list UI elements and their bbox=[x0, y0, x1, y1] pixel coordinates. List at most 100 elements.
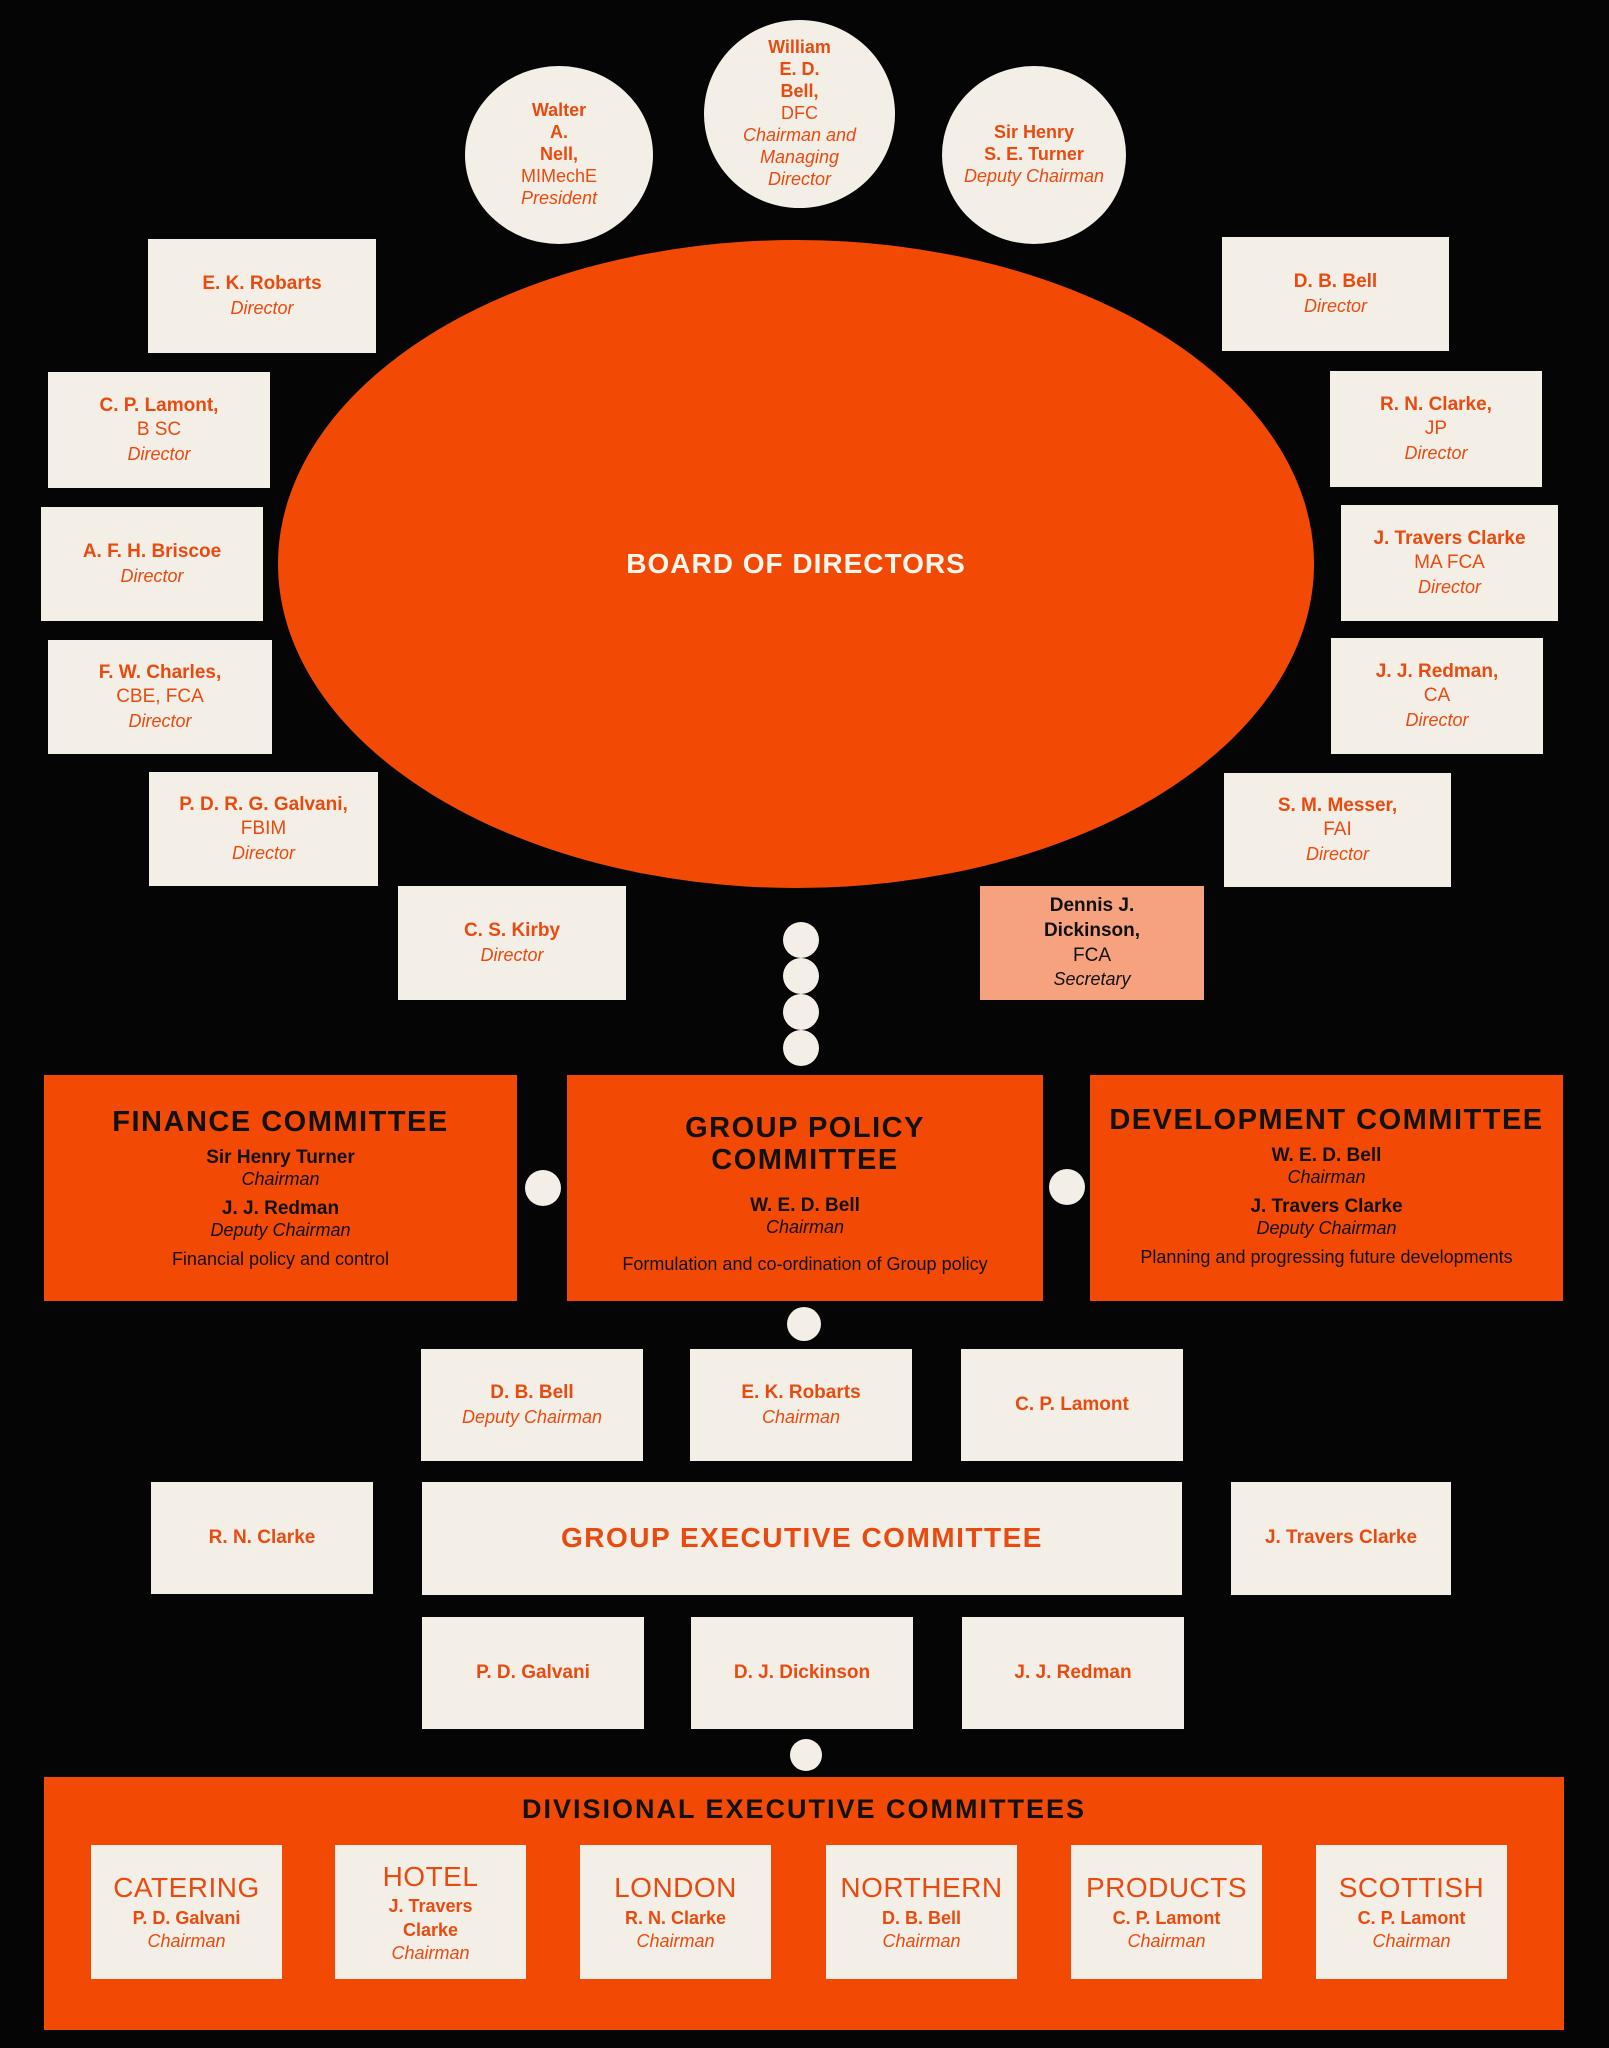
division-name: SCOTTISH bbox=[1338, 1872, 1485, 1904]
division-card: PRODUCTS C. P. Lamont Chairman bbox=[1071, 1845, 1262, 1979]
director-card: P. D. R. G. Galvani, FBIM Director bbox=[149, 772, 378, 886]
group-exec-member: R. N. Clarke bbox=[151, 1482, 373, 1594]
secretary-name-line: Dennis J. bbox=[1049, 895, 1135, 917]
officer-name-line: E. D. bbox=[779, 59, 820, 80]
division-card: HOTEL J. Travers Clarke Chairman bbox=[335, 1845, 526, 1979]
director-role: Director bbox=[127, 443, 191, 464]
division-chair-role: Chairman bbox=[1127, 1931, 1206, 1952]
officer-deputy-chairman: Sir Henry S. E. Turner Deputy Chairman bbox=[942, 66, 1126, 244]
group-exec-title: GROUP EXECUTIVE COMMITTEE bbox=[561, 1522, 1043, 1554]
committee-deputy-role: Deputy Chairman bbox=[1256, 1217, 1397, 1238]
member-name: R. N. Clarke bbox=[208, 1526, 316, 1548]
division-chair-role: Chairman bbox=[391, 1942, 470, 1963]
director-name: D. B. Bell bbox=[1293, 270, 1378, 292]
officer-name-line: Bell, bbox=[780, 81, 819, 102]
connector-dot bbox=[525, 1170, 561, 1206]
member-name: D. J. Dickinson bbox=[733, 1661, 871, 1683]
director-card: R. N. Clarke, JP Director bbox=[1330, 371, 1542, 487]
division-chair-role: Chairman bbox=[147, 1931, 226, 1952]
member-name: J. J. Redman bbox=[1014, 1661, 1132, 1683]
group-exec-member: D. B. Bell Deputy Chairman bbox=[421, 1349, 643, 1461]
director-card: S. M. Messer, FAI Director bbox=[1224, 773, 1451, 887]
director-role: Director bbox=[1404, 442, 1468, 463]
committee-chair: Sir Henry Turner bbox=[206, 1146, 355, 1168]
committee-chair-role: Chairman bbox=[241, 1168, 320, 1189]
director-card: D. B. Bell Director bbox=[1222, 237, 1449, 351]
group-exec-member: P. D. Galvani bbox=[422, 1617, 644, 1729]
committee-description: Financial policy and control bbox=[171, 1248, 390, 1269]
group-policy-committee: GROUP POLICY COMMITTEE W. E. D. Bell Cha… bbox=[567, 1075, 1043, 1301]
division-name: PRODUCTS bbox=[1085, 1872, 1248, 1904]
committee-title: COMMITTEE bbox=[711, 1143, 899, 1176]
committee-chair: W. E. D. Bell bbox=[750, 1194, 860, 1216]
officer-name-line: S. E. Turner bbox=[984, 144, 1084, 165]
member-name: J. Travers Clarke bbox=[1264, 1527, 1418, 1549]
director-role: Director bbox=[231, 842, 295, 863]
director-role: Director bbox=[1417, 576, 1481, 597]
secretary-card: Dennis J. Dickinson, FCA Secretary bbox=[980, 886, 1204, 1000]
division-chair: Clarke bbox=[402, 1919, 459, 1940]
secretary-role: Secretary bbox=[1053, 969, 1131, 990]
division-card: NORTHERN D. B. Bell Chairman bbox=[826, 1845, 1017, 1979]
director-name: S. M. Messer, bbox=[1277, 794, 1398, 816]
officer-name-line: A. bbox=[550, 122, 568, 143]
director-name: P. D. R. G. Galvani, bbox=[179, 793, 348, 815]
committee-title: GROUP POLICY bbox=[685, 1112, 925, 1144]
director-name: C. S. Kirby bbox=[463, 919, 561, 941]
group-executive-committee: GROUP EXECUTIVE COMMITTEE bbox=[422, 1482, 1182, 1595]
connector-dot bbox=[790, 1739, 822, 1771]
officer-role: Deputy Chairman bbox=[963, 165, 1105, 186]
committee-deputy: J. J. Redman bbox=[221, 1197, 340, 1219]
group-exec-member: D. J. Dickinson bbox=[691, 1617, 913, 1729]
division-name: LONDON bbox=[614, 1872, 737, 1904]
board-title: BOARD OF DIRECTORS bbox=[626, 548, 966, 579]
director-card: E. K. Robarts Director bbox=[148, 239, 376, 353]
connector-dot bbox=[1049, 1169, 1085, 1205]
director-name: R. N. Clarke, bbox=[1380, 393, 1492, 415]
divisional-title: DIVISIONAL EXECUTIVE COMMITTEES bbox=[521, 1794, 1087, 1824]
director-name: J. J. Redman, bbox=[1375, 660, 1499, 682]
board-of-directors: BOARD OF DIRECTORS bbox=[278, 240, 1314, 888]
director-card: C. P. Lamont, B SC Director bbox=[48, 372, 270, 488]
committee-chair-role: Chairman bbox=[1287, 1166, 1366, 1187]
member-name: C. P. Lamont bbox=[1015, 1393, 1129, 1415]
committee-deputy-role: Deputy Chairman bbox=[210, 1219, 351, 1240]
division-chair-role: Chairman bbox=[1372, 1931, 1451, 1952]
director-qualification: FBIM bbox=[240, 818, 287, 840]
officer-chairman: William E. D. Bell, DFC Chairman and Man… bbox=[704, 20, 895, 208]
division-card: CATERING P. D. Galvani Chairman bbox=[91, 1845, 282, 1979]
director-card: J. Travers Clarke MA FCA Director bbox=[1341, 505, 1558, 621]
director-card: J. J. Redman, CA Director bbox=[1331, 638, 1543, 754]
officer-role: President bbox=[520, 187, 598, 208]
director-role: Director bbox=[230, 297, 294, 318]
group-exec-member: C. P. Lamont bbox=[961, 1349, 1183, 1461]
director-qualification: JP bbox=[1424, 418, 1448, 440]
officer-name-line: William bbox=[768, 37, 831, 58]
division-name: CATERING bbox=[113, 1872, 260, 1904]
committee-deputy: J. Travers Clarke bbox=[1250, 1195, 1403, 1217]
director-role: Director bbox=[1305, 843, 1369, 864]
committee-title: FINANCE COMMITTEE bbox=[112, 1106, 449, 1138]
division-chair: D. B. Bell bbox=[881, 1907, 961, 1928]
member-name: D. B. Bell bbox=[490, 1381, 574, 1403]
secretary-name-line: Dickinson, bbox=[1043, 919, 1141, 941]
officer-name-line: Sir Henry bbox=[993, 122, 1075, 143]
connector-dot bbox=[787, 1307, 821, 1341]
development-committee: DEVELOPMENT COMMITTEE W. E. D. Bell Chai… bbox=[1090, 1075, 1563, 1301]
member-name: P. D. Galvani bbox=[476, 1661, 590, 1683]
director-name: A. F. H. Briscoe bbox=[82, 540, 222, 562]
director-name: J. Travers Clarke bbox=[1373, 527, 1526, 549]
group-exec-member: J. Travers Clarke bbox=[1231, 1482, 1451, 1595]
division-chair: J. Travers bbox=[388, 1896, 473, 1917]
division-chair: C. P. Lamont bbox=[1112, 1907, 1221, 1928]
director-role: Director bbox=[128, 710, 192, 731]
secretary-qualification: FCA bbox=[1073, 944, 1111, 966]
director-qualification: MA FCA bbox=[1414, 552, 1485, 574]
connector-dot bbox=[783, 922, 819, 958]
division-chair: R. N. Clarke bbox=[624, 1907, 727, 1928]
director-card: A. F. H. Briscoe Director bbox=[41, 507, 263, 621]
committee-description: Formulation and co-ordination of Group p… bbox=[622, 1253, 988, 1274]
director-card: F. W. Charles, CBE, FCA Director bbox=[48, 640, 272, 754]
connector-dot bbox=[783, 1030, 819, 1066]
division-chair: P. D. Galvani bbox=[132, 1907, 241, 1928]
